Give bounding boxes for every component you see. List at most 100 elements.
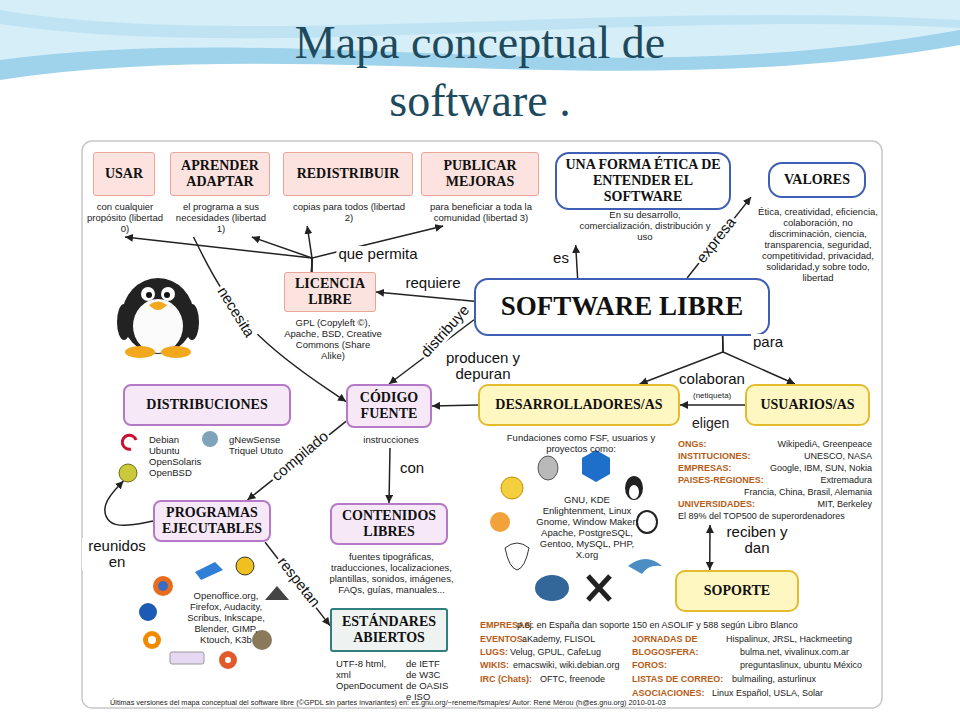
edge-label: colaboran [677,371,747,387]
panel [82,141,882,708]
box-description: Openoffice.org, Firefox, Audacity, Scrib… [187,590,265,645]
edge-label: para [751,334,785,350]
edge-label: que permita [336,246,419,262]
box-description: PAISES-REGIONES: [678,475,764,486]
arrow-connector [105,481,153,525]
box-heading: CONTENIDOS LIBRES [337,508,441,540]
box-description: UNIVERSIDADES: [678,499,755,510]
box-description: copias para todos (libertad 2) [289,201,409,223]
arrow-connector [247,421,346,500]
box-description: Debian Ubuntu OpenSolaris OpenBSD [149,434,207,478]
text-label: p.ej. en España dan soporte 150 en ASOLI… [517,620,798,631]
arrow-connector [265,542,330,625]
text-label: eligen [692,414,729,432]
arrow-connector [709,525,711,570]
box-heading: VALORES [775,172,859,188]
concept-box: USUARIOS/ASONGs:WikipediA, GreenpeaceINS… [745,384,870,426]
concept-box: LICENCIA LIBREGPL (Copyleft ©), Apache, … [284,272,376,312]
box-heading: USAR [99,166,149,182]
concept-box: REDISTRIBUIRcopias para todos (libertad … [283,152,413,196]
box-description: Extremadura [722,475,872,486]
box-heading: CÓDIGO FUENTE [353,390,425,422]
box-description: fuentes tipográficas, traducciones, loca… [324,551,459,595]
box-heading: DISTRIBUCIONES [130,397,284,413]
concept-box: UNA FORMA ÉTICA DE ENTENDER EL SOFTWAREE… [555,152,731,210]
concept-box: SOPORTE [675,570,799,612]
text-label: bulmailing, asturlinux [732,674,816,685]
box-description: Francia, China, Brasil, Alemania [702,487,872,498]
arrow-connector [432,405,478,406]
title: Mapa conceptual de software . [245,14,715,130]
box-description: WikipediA, Greenpeace [722,439,872,450]
project-icons [490,450,662,601]
edge-label: es [551,250,571,266]
text-label: LISTAS DE CORREO: [632,674,723,685]
box-description: instrucciones [348,434,434,445]
text-label: JORNADAS DE [632,634,698,645]
box-heading: PROGRAMAS EJECUTABLES [160,505,264,537]
program-icons [139,557,289,669]
text-label: WIKIS: [480,660,509,671]
arrow-connector [125,237,312,272]
edge-label: con [398,460,426,476]
text-label: IRC (Chats): [480,674,532,685]
text-label: Hispalinux, JRSL, Hackmeeting [726,634,852,645]
box-description: El 89% del TOP500 de superordenadores [678,511,845,522]
distro-icons [119,431,218,482]
box-heading: SOFTWARE LIBRE [481,291,763,322]
edge-label: reciben y dan [719,524,795,556]
concept-box: CÓDIGO FUENTEinstrucciones [346,384,432,428]
text-label: EVENTOS: [480,634,526,645]
box-description: Google, IBM, SUN, Nokia [722,463,872,474]
text-label: FOROS: [632,660,667,671]
box-heading: LICENCIA LIBRE [290,276,370,308]
box-description: ONGs: [678,439,707,450]
concept-box: USARcon cualquier propósito (libertad 0) [93,152,155,196]
text-label: emacswiki, wiki.debian.org [513,660,620,671]
box-heading: APRENDER ADAPTAR [176,158,264,190]
box-description: GPL (Copyleft ©), Apache, BSD, Creative … [283,317,383,361]
edge-label: reunidos en [82,538,152,570]
box-description: GNU, KDE Enlightenment, Linux Gnome, Win… [532,494,642,560]
arrow-connector [376,292,474,301]
concept-box: ESTÁNDARES ABIERTOSUTF-8 html, xml OpenD… [330,608,448,652]
edge-label: requiere [403,275,462,291]
text-label: preguntaslinux, ubuntu México [740,660,862,671]
text-label: BLOGOSFERA: [632,647,699,658]
box-description: INSTITUCIONES: [678,451,751,462]
arrow-connector [252,237,312,272]
footer-note: Últimas versiones del mapa conceptual de… [110,697,666,708]
text-label: LUGS: [480,647,508,658]
box-description: UTF-8 html, xml OpenDocument [336,658,402,691]
concept-box: DESARROLLADORES/ASFundaciones como FSF, … [478,384,680,426]
arrow-connector [389,448,390,503]
concept-box: CONTENIDOS LIBRESfuentes tipográficas, t… [330,503,448,545]
text-label: aKademy, FLISOL [522,634,595,645]
box-description: EMPRESAS: [678,463,732,474]
text-label: bulma.net, vivalinux.com.ar [740,647,849,658]
text-label: ASOCIACIONES: [632,688,705,699]
box-description: de IETF de W3C de OASIS e ISO [406,658,450,702]
box-heading: SOPORTE [682,583,792,599]
concept-box: DISTRIBUCIONESDebian Ubuntu OpenSolaris … [123,384,291,426]
box-description: el programa a sus necesidades (libertad … [173,201,269,234]
box-description: UNESCO, NASA [722,451,872,462]
box-description: para beneficiar a toda la comunidad (lib… [421,201,541,223]
arrow-connector [312,226,444,272]
box-description: Fundaciones como FSF, usuarios y proyect… [492,432,670,454]
box-description: gNewSense Triquel Ututo [229,434,287,456]
arrow-connector [680,404,745,406]
box-description: con cualquier propósito (libertad 0) [85,201,165,234]
arrow-connector [576,245,578,278]
text-label: (netiqueta) [693,390,731,402]
text-label: OFTC, freenode [540,674,605,685]
text-label: Linux Español, USLA, Solar [712,688,823,699]
concept-box: PUBLICAR MEJORASpara beneficiar a toda l… [421,152,539,196]
edge-label: producen y depuran [439,350,527,382]
box-heading: PUBLICAR MEJORAS [427,158,533,190]
concept-box: APRENDER ADAPTARel programa a sus necesi… [170,152,270,196]
box-heading: USUARIOS/AS [752,397,863,413]
penguin-illustration [117,278,199,358]
concept-box: SOFTWARE LIBRE [474,278,770,336]
